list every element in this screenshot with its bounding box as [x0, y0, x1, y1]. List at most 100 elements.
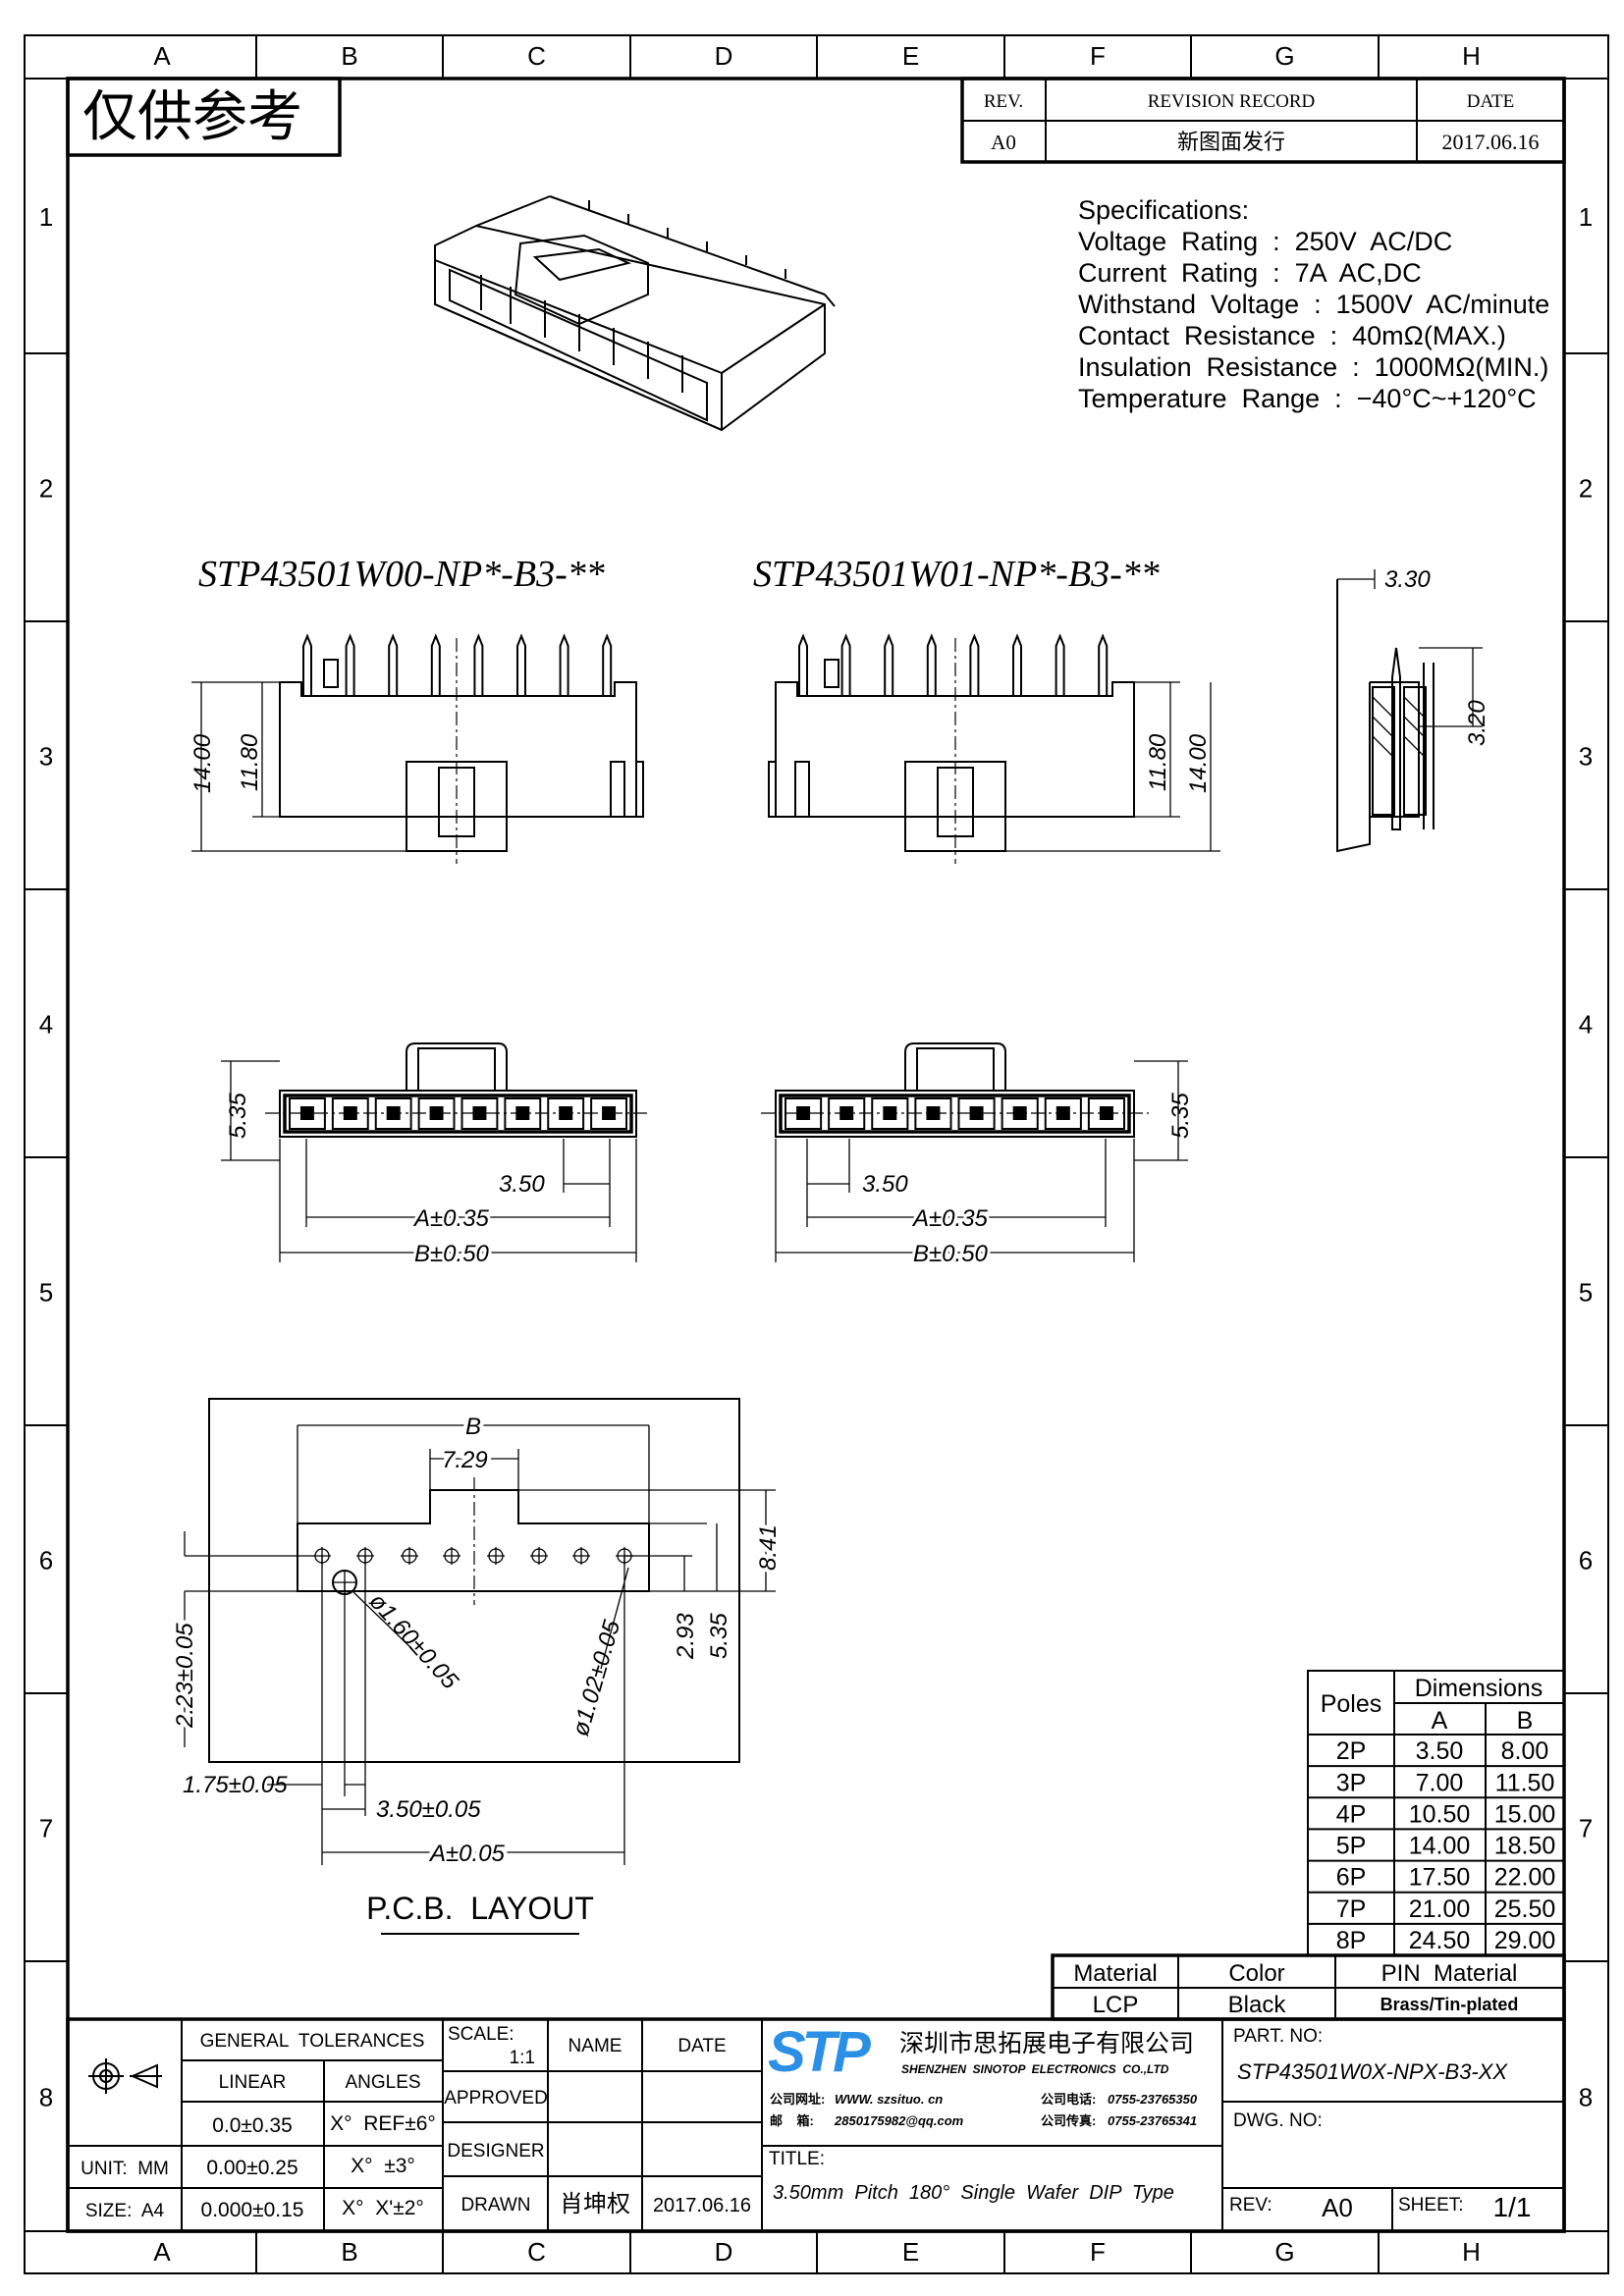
projection-symbol-icon — [88, 2058, 162, 2094]
terminal — [515, 1106, 530, 1120]
dim-b-right: B±0.50 — [913, 1241, 989, 1267]
row-marker: 6 — [1579, 1546, 1593, 1575]
dim-b-left: B±0.50 — [414, 1241, 490, 1267]
row-marker: 1 — [39, 202, 53, 232]
boss — [323, 659, 339, 688]
terminal — [883, 1106, 897, 1120]
dim-a-cell: 24.50 — [1409, 1927, 1471, 1954]
pcb-dim-841: 8.41 — [755, 1524, 782, 1571]
phone-label: 公司电话: — [1041, 2092, 1096, 2107]
scale-value: 1:1 — [510, 2048, 535, 2068]
pcb-dim-293: 2.93 — [673, 1613, 699, 1660]
dim-b-cell: 18.50 — [1494, 1833, 1556, 1860]
dim-a-cell: 3.50 — [1416, 1737, 1464, 1765]
dim-b-cell: 22.00 — [1494, 1864, 1556, 1892]
drawn-name: 肖坤权 — [560, 2191, 630, 2217]
column-marker: A — [153, 41, 171, 71]
latch-inner — [916, 1047, 995, 1092]
specifications: Specifications: Voltage Rating : 250V AC… — [1078, 195, 1549, 413]
rev-label: REV: — [1229, 2195, 1272, 2216]
cavity — [590, 1097, 627, 1130]
column-marker: E — [902, 2237, 919, 2267]
terminal — [602, 1106, 617, 1120]
pcb-hole-big-dia: ø1.60±0.05 — [364, 1588, 464, 1695]
poles-header: Poles — [1321, 1690, 1382, 1718]
color-value: Black — [1228, 1992, 1287, 2018]
terminal — [839, 1106, 854, 1120]
dim-1180-left: 11.80 — [237, 733, 263, 791]
tol-linear-3: 0.000±0.15 — [201, 2199, 304, 2221]
company-logo: STP 深圳市思拓展电子有限公司 SHENZHEN SINOTOP ELECTR… — [768, 2020, 1198, 2128]
pin — [798, 633, 808, 697]
pin — [926, 633, 937, 697]
pin — [1055, 633, 1065, 697]
cavity — [504, 1097, 542, 1130]
dim-b-cell: 15.00 — [1494, 1800, 1556, 1828]
dim-a-cell: 14.00 — [1409, 1833, 1471, 1860]
pin — [516, 633, 526, 697]
phone: 0755-23765350 — [1108, 2092, 1198, 2107]
latch-window — [438, 767, 475, 837]
sheet-value: 1/1 — [1493, 2192, 1532, 2222]
connector-3d-view — [434, 195, 836, 432]
dim-350-right: 3.50 — [862, 1171, 908, 1198]
poles-cell: 7P — [1336, 1896, 1367, 1923]
poles-cell: 8P — [1336, 1927, 1367, 1954]
material-table: Material Color PIN Material LCP Black Br… — [1051, 1953, 1566, 2021]
dim-350-left: 3.50 — [499, 1171, 545, 1198]
pin-hole-cross — [530, 1547, 548, 1565]
title-label: TITLE: — [769, 2149, 825, 2169]
website: WWW. szsituo. cn — [835, 2092, 943, 2107]
stamp-box — [66, 77, 342, 157]
row-marker: 3 — [39, 742, 53, 772]
dim-535-right: 5.35 — [1167, 1093, 1194, 1139]
pcb-dim-175: 1.75±0.05 — [183, 1772, 288, 1798]
row-marker: 7 — [39, 1814, 53, 1843]
email-label: 邮 箱: — [770, 2113, 814, 2128]
terminal — [299, 1106, 314, 1120]
column-marker: B — [341, 2237, 357, 2267]
terminal — [926, 1106, 941, 1120]
dim-b-cell: 11.50 — [1495, 1769, 1555, 1796]
sheet-label: SHEET: — [1398, 2195, 1464, 2216]
front-view-left — [279, 633, 644, 864]
side-tab — [794, 761, 810, 818]
pin — [1012, 633, 1022, 697]
column-marker: H — [1462, 2237, 1481, 2267]
tol-linear-1: 0.0±0.35 — [212, 2114, 293, 2137]
pcb-layout: B 7.29 8.41 2.93 5.35 2.23±0.05 ø1.60±0.… — [168, 1398, 785, 1935]
spec-current: Current Rating : 7A AC,DC — [1078, 258, 1422, 288]
pin-hole-cross — [616, 1547, 633, 1565]
pcb-dim-350: 3.50±0.05 — [376, 1796, 481, 1823]
pin — [430, 633, 441, 697]
dim-14-right: 14.00 — [1185, 733, 1212, 793]
col-a-header: A — [1432, 1707, 1448, 1735]
spec-insulation: Insulation Resistance : 1000MΩ(MIN.) — [1078, 352, 1548, 382]
terminal — [796, 1106, 811, 1120]
logo-mark: STP — [768, 2020, 871, 2084]
drawn-date: 2017.06.16 — [653, 2195, 751, 2216]
pin — [302, 633, 312, 697]
dim-b-cell: 8.00 — [1501, 1737, 1549, 1765]
column-marker: B — [341, 41, 357, 71]
general-tolerances-label: GENERAL TOLERANCES — [200, 2031, 425, 2052]
dim-b-cell: 25.50 — [1494, 1896, 1556, 1923]
side-tab — [768, 761, 777, 818]
column-marker: F — [1090, 41, 1106, 71]
pcb-layout-title: P.C.B. LAYOUT — [366, 1891, 594, 1926]
pin — [969, 633, 980, 697]
side-dim-320: 3.20 — [1464, 700, 1490, 746]
cavity — [871, 1097, 909, 1130]
pin — [884, 633, 894, 697]
pin — [602, 633, 613, 697]
spec-heading: Specifications: — [1078, 195, 1249, 225]
revision-description: 新图面发行 — [1177, 130, 1285, 154]
spec-withstand: Withstand Voltage : 1500V AC/minute — [1078, 290, 1549, 319]
poles-cell: 6P — [1336, 1864, 1367, 1892]
column-marker: D — [715, 2237, 733, 2267]
row-marker: 3 — [1579, 742, 1593, 772]
terminal — [1099, 1106, 1113, 1120]
pcb-dim-b: B — [465, 1414, 481, 1440]
pcb-dim-a: A±0.05 — [428, 1841, 506, 1867]
